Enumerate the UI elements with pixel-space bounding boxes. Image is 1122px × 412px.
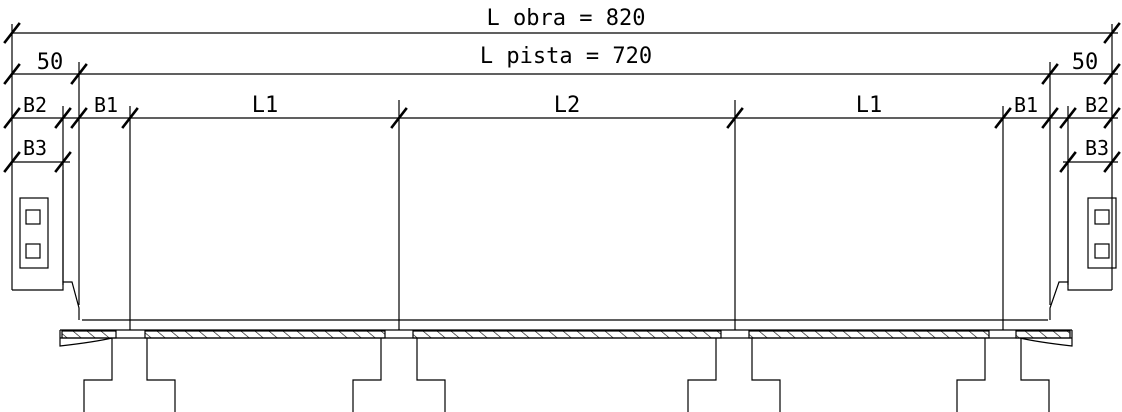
left-conduit-bottom bbox=[25, 243, 41, 259]
dimension-spans: B2 B1 L1 L2 L1 B1 B2 bbox=[3, 93, 1121, 330]
dimension-l-obra: L obra = 820 bbox=[3, 6, 1121, 290]
right-conduit-bottom bbox=[1094, 243, 1110, 259]
girder-4-inner bbox=[1020, 338, 1050, 412]
label-l-obra: L obra = 820 bbox=[487, 6, 646, 31]
label-sidewalk-right: 50 bbox=[1072, 50, 1099, 75]
girders bbox=[83, 338, 1050, 412]
label-b2-right: B2 bbox=[1085, 93, 1109, 117]
slab-hatch-span-3 bbox=[748, 330, 990, 339]
dimension-b3: B3 B3 bbox=[3, 136, 1121, 173]
girder-2 bbox=[352, 338, 382, 412]
left-parapet bbox=[19, 197, 49, 269]
dimension-l-pista: L pista = 720 50 50 bbox=[3, 44, 1121, 305]
girder-2-inner bbox=[416, 338, 446, 412]
label-b3-left: B3 bbox=[23, 136, 47, 160]
girder-3 bbox=[687, 338, 717, 412]
label-b1-left: B1 bbox=[94, 93, 118, 117]
girder-1 bbox=[83, 338, 113, 412]
right-parapet bbox=[1087, 197, 1117, 269]
label-span-l2: L2 bbox=[554, 93, 581, 118]
right-sidewalk-curb bbox=[1049, 170, 1117, 320]
girder-4 bbox=[956, 338, 986, 412]
left-sidewalk-curb bbox=[12, 170, 80, 320]
slab-hatch-right-cantilever bbox=[1015, 330, 1071, 339]
slab-hatch-span-2 bbox=[412, 330, 722, 339]
slab-hatch-left-cantilever bbox=[61, 330, 117, 339]
slab-hatch-span-1 bbox=[144, 330, 386, 339]
right-conduit-top bbox=[1094, 209, 1110, 225]
label-b2-left: B2 bbox=[23, 93, 47, 117]
left-conduit-top bbox=[25, 209, 41, 225]
girder-3-inner bbox=[751, 338, 781, 412]
label-span-l1-left: L1 bbox=[252, 93, 279, 118]
deck-slab bbox=[59, 319, 1073, 347]
label-sidewalk-left: 50 bbox=[37, 50, 64, 75]
label-span-l1-right: L1 bbox=[856, 93, 883, 118]
label-b3-right: B3 bbox=[1085, 136, 1109, 160]
label-l-pista: L pista = 720 bbox=[480, 44, 652, 69]
girder-1-inner bbox=[146, 338, 176, 412]
label-b1-right: B1 bbox=[1014, 93, 1038, 117]
